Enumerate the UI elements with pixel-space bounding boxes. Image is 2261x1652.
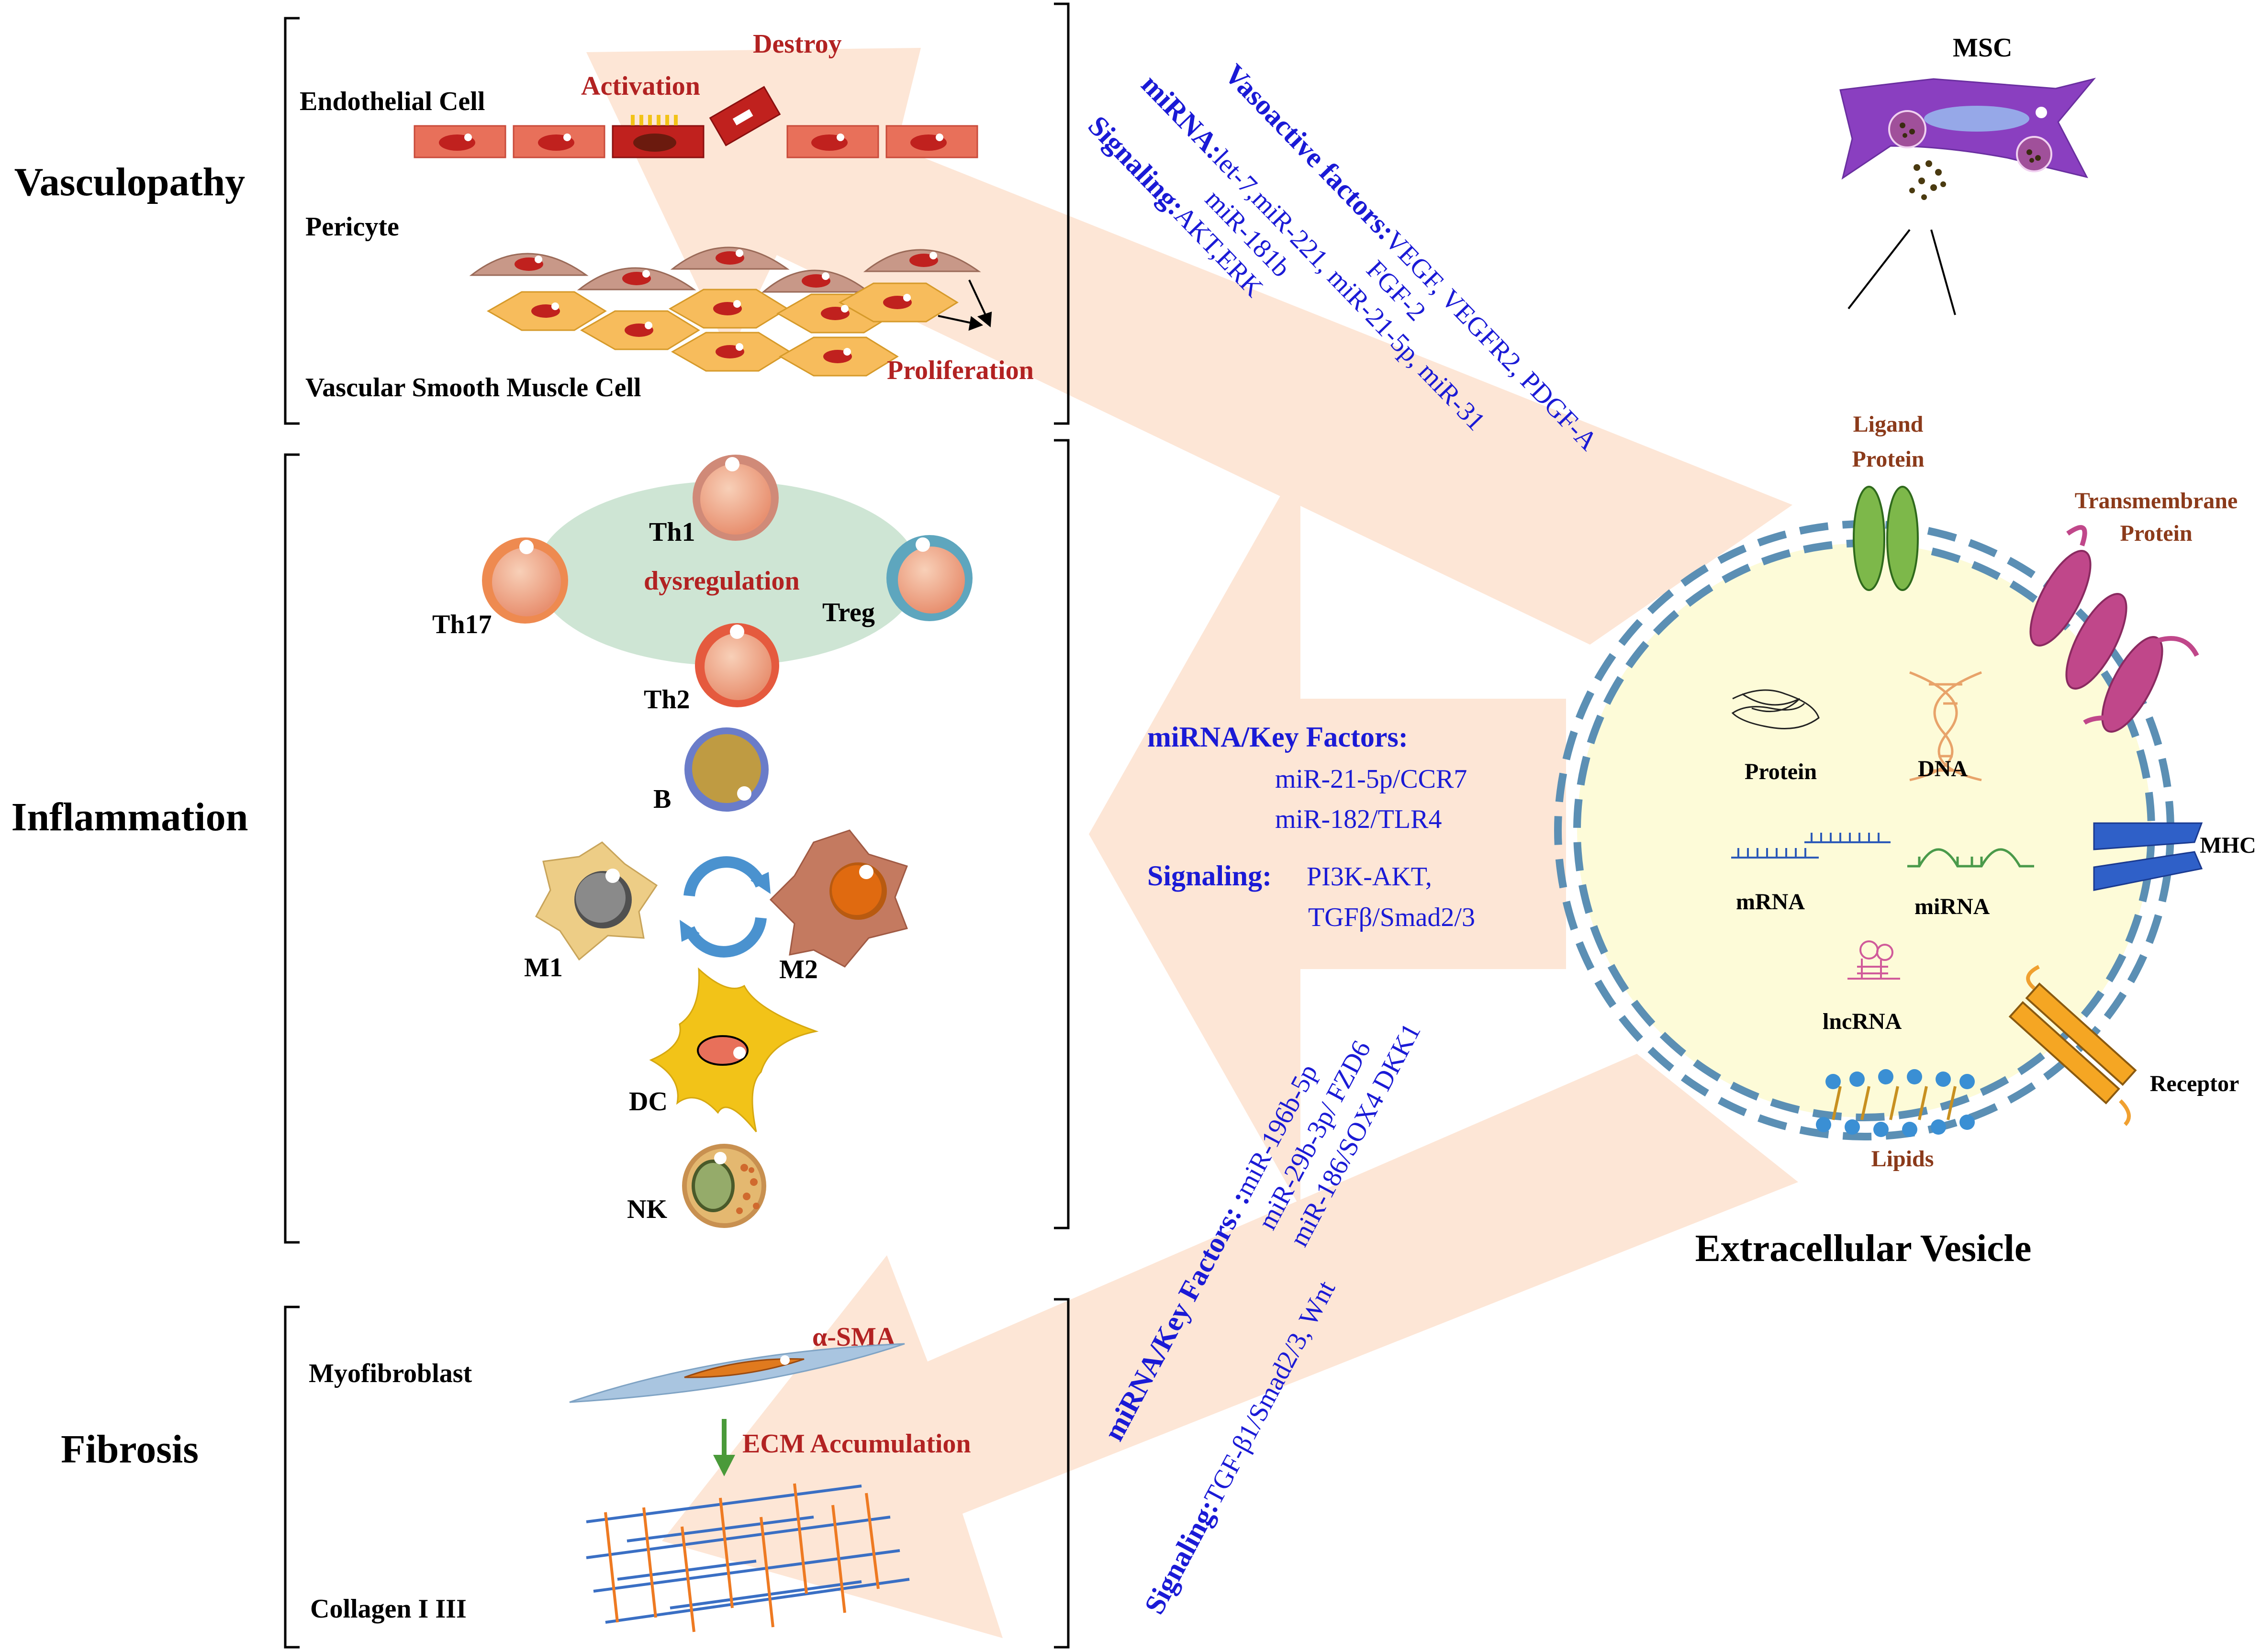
ligand-label-2: Protein bbox=[1852, 446, 1924, 472]
proliferation-label: Proliferation bbox=[887, 356, 1034, 385]
mhc-label: MHC bbox=[2200, 833, 2256, 858]
arrow-middle-heading: miRNA/Key Factors: bbox=[1147, 721, 1408, 753]
lipids-icon bbox=[1816, 1069, 1975, 1137]
transmembrane-label-2: Protein bbox=[2120, 521, 2192, 546]
collagen-mesh bbox=[586, 1483, 910, 1632]
protein-cargo-icon bbox=[1731, 689, 1820, 729]
section-label-inflammation: Inflammation bbox=[11, 795, 248, 839]
big-arrows bbox=[586, 48, 1798, 1638]
lncrna-label: lncRNA bbox=[1823, 1009, 1902, 1034]
th2-label: Th2 bbox=[644, 685, 690, 714]
cycle-arrowhead-1 bbox=[750, 872, 771, 894]
endothelial-cell-row bbox=[414, 86, 978, 158]
endothelial-cell-label: Endothelial Cell bbox=[300, 87, 485, 116]
arrow-middle-item-2: miR-182/TLR4 bbox=[1275, 804, 1442, 834]
mrna-label: mRNA bbox=[1736, 889, 1805, 915]
extracellular-vesicle: Ligand Protein Transmembrane Protein Pro… bbox=[1554, 412, 2256, 1270]
m2-macrophage bbox=[769, 829, 908, 968]
myofibroblast-label: Myofibroblast bbox=[309, 1359, 472, 1388]
vsmc-nuclei bbox=[531, 294, 912, 363]
lipids-label: Lipids bbox=[1871, 1146, 1934, 1172]
th2-cell bbox=[695, 623, 779, 707]
arrow-middle-signaling-1: PI3K-AKT, bbox=[1307, 862, 1432, 892]
pericyte-label: Pericyte bbox=[305, 212, 399, 242]
mirna-label: miRNA bbox=[1914, 894, 1990, 919]
dna-cargo-icon bbox=[1909, 671, 1982, 781]
msc-cell: MSC bbox=[1839, 33, 2096, 315]
mirna-cargo-icon bbox=[1907, 848, 2034, 868]
dysregulation-label: dysregulation bbox=[644, 566, 800, 596]
th1-label: Th1 bbox=[649, 517, 695, 547]
th17-cell bbox=[482, 537, 568, 624]
dc-label: DC bbox=[629, 1087, 668, 1116]
arrow-middle-item-1: miR-21-5p/CCR7 bbox=[1275, 764, 1467, 794]
msc-label: MSC bbox=[1953, 33, 2012, 63]
ligand-protein bbox=[1853, 486, 1919, 591]
inflammation-panel: dysregulation Th1 Th17 Treg Th2 B M1 bbox=[432, 455, 973, 1228]
arrow-top bbox=[586, 48, 1792, 645]
dna-label: DNA bbox=[1918, 756, 1968, 781]
ecm-arrow bbox=[713, 1419, 735, 1476]
dendritic-cell bbox=[649, 967, 819, 1132]
nk-cell bbox=[682, 1144, 766, 1228]
pericyte-cells bbox=[469, 246, 981, 293]
m1-label: M1 bbox=[524, 953, 563, 982]
m2-label: M2 bbox=[779, 955, 818, 984]
arrow-middle-text: miRNA/Key Factors: miR-21-5p/CCR7 miR-18… bbox=[1147, 721, 1475, 932]
transmembrane-label-1: Transmembrane bbox=[2075, 488, 2238, 513]
b-cell bbox=[684, 727, 769, 812]
section-label-vasculopathy: Vasculopathy bbox=[14, 160, 245, 204]
m1-macrophage bbox=[535, 841, 658, 961]
activation-label: Activation bbox=[581, 71, 700, 101]
b-label: B bbox=[653, 784, 671, 814]
arrow-middle bbox=[1089, 460, 1566, 1208]
cycle-arrowhead-2 bbox=[680, 920, 700, 942]
arrow-middle-signaling-label: Signaling: bbox=[1147, 860, 1272, 892]
lncrna-cargo-icon bbox=[1847, 940, 1900, 980]
treg-label: Treg bbox=[822, 598, 875, 627]
ecm-accumulation-label: ECM Accumulation bbox=[742, 1429, 971, 1459]
proliferation-arrows bbox=[938, 279, 992, 331]
transmembrane-protein bbox=[2029, 525, 2199, 733]
protein-label: Protein bbox=[1745, 759, 1817, 784]
arrow-middle-signaling-2: TGFβ/Smad2/3 bbox=[1308, 903, 1475, 932]
receptor-icon bbox=[2008, 965, 2137, 1126]
arrow-bottom bbox=[662, 1054, 1798, 1638]
collagen-label: Collagen I III bbox=[310, 1594, 467, 1624]
fibrosis-panel: Myofibroblast α-SMA ECM Accumulation bbox=[309, 1322, 971, 1632]
extracellular-vesicle-title: Extracellular Vesicle bbox=[1695, 1228, 2032, 1270]
vsmc-label: Vascular Smooth Muscle Cell bbox=[305, 373, 641, 402]
vasculopathy-panel: Endothelial Cell Activation Destroy bbox=[300, 29, 1034, 402]
treg-cell bbox=[886, 535, 973, 621]
ligand-label-1: Ligand bbox=[1853, 412, 1924, 437]
mrna-cargo-icon bbox=[1731, 833, 1891, 859]
mhc-icon bbox=[2093, 822, 2203, 891]
vsmc-cells bbox=[486, 282, 959, 377]
section-brackets bbox=[284, 2, 1070, 1649]
section-label-fibrosis: Fibrosis bbox=[61, 1427, 199, 1472]
th1-cell bbox=[693, 455, 779, 541]
myofibroblast-cell bbox=[569, 1343, 905, 1403]
destroy-label: Destroy bbox=[753, 29, 842, 59]
nk-label: NK bbox=[627, 1194, 667, 1224]
dysregulation-ellipse bbox=[536, 481, 919, 666]
th17-label: Th17 bbox=[432, 610, 492, 639]
receptor-label: Receptor bbox=[2150, 1071, 2239, 1096]
macrophage-cycle-arrows bbox=[683, 856, 767, 958]
